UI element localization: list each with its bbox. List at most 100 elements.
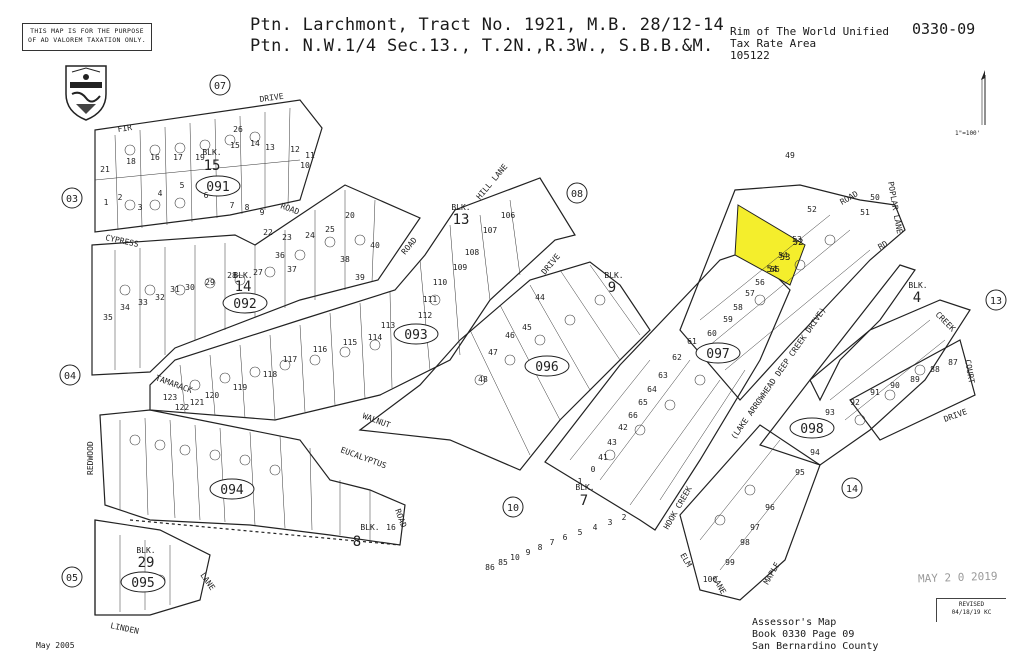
street-eucalyptus: EUCALYPTUS — [339, 445, 388, 470]
lot-label: 30 — [185, 283, 195, 292]
lot-label: 8 — [538, 543, 543, 552]
lot-label: 46 — [505, 331, 515, 340]
lot-label: 23 — [282, 233, 292, 242]
lot-label: 111 — [423, 295, 438, 304]
lot-label: 2 — [622, 513, 627, 522]
lot-label: 122 — [175, 403, 190, 412]
lot-label: 119 — [233, 383, 248, 392]
lot-label: 117 — [283, 355, 298, 364]
lot-label: 34 — [120, 303, 130, 312]
block-9-boundary — [358, 261, 651, 471]
lot-label: 9 — [526, 548, 531, 557]
lot-label: 40 — [370, 241, 380, 250]
lot-label: 85 — [498, 558, 508, 567]
lot-label: 65 — [638, 398, 648, 407]
lot-label: 7 — [550, 538, 555, 547]
parcel-094: 094 — [220, 483, 244, 498]
assessor-line-1: Assessor's Map — [752, 617, 837, 628]
lot-label: 6 — [204, 191, 209, 200]
map-purpose-notice: THIS MAP IS FOR THE PURPOSE OF AD VALORE… — [22, 23, 152, 51]
scale-bar: 1"=100' — [955, 70, 986, 137]
tax-rate-area-number: 105122 — [730, 49, 770, 62]
parcel-097: 097 — [706, 347, 729, 362]
lot-label: 18 — [126, 157, 136, 166]
lot-label: 1 — [578, 477, 583, 486]
page-bubble-05: 05 — [66, 573, 78, 584]
lot-label: 55 — [770, 265, 780, 274]
lot-label: 25 — [325, 225, 335, 234]
block-13-boundary — [149, 177, 576, 421]
block-7-num: 7 — [580, 493, 588, 509]
lot-label: 26 — [233, 125, 243, 134]
map-number: 0330-09 — [912, 20, 976, 38]
lot-label: 116 — [313, 345, 328, 354]
street-poplar: POPLAR LANE — [886, 181, 904, 235]
page-bubble-03: 03 — [66, 194, 78, 205]
lot-label: 106 — [501, 211, 516, 220]
lot-label: 121 — [190, 398, 205, 407]
revision-box: REVISED 04/18/19 KC — [936, 598, 1006, 622]
lot-label: 15 — [230, 141, 240, 150]
block-15-boundary — [94, 99, 323, 233]
lot-label: 112 — [418, 311, 433, 320]
lot-label: 62 — [672, 353, 682, 362]
tax-rate-area-block: Rim of The World Unified Tax Rate Area 1… — [730, 26, 889, 62]
lot-label: 64 — [647, 385, 657, 394]
street-road-tamarack: ROAD — [400, 236, 419, 257]
lot-label: 14 — [250, 139, 260, 148]
page-bubble-04: 04 — [64, 371, 76, 382]
highlighted-lot-54: 54 — [767, 265, 778, 275]
lot-label: 35 — [103, 313, 113, 322]
assessor-map-caption: Assessor's Map Book 0330 Page 09 San Ber… — [752, 617, 878, 653]
lot-label: 94 — [810, 448, 820, 457]
street-drive-right: DRIVE — [943, 407, 969, 424]
lot-label: 58 — [733, 303, 743, 312]
lot-label: 95 — [795, 468, 805, 477]
lot-label: 11 — [305, 151, 315, 160]
lot-label: 92 — [850, 398, 860, 407]
title-line-1: Ptn. Larchmont, Tract No. 1921, M.B. 28/… — [250, 15, 725, 35]
block-8-num: 8 — [353, 534, 361, 550]
street-drive-top: DRIVE — [259, 92, 284, 104]
lot-label: 52 — [807, 205, 817, 214]
lot-label: 50 — [870, 193, 880, 202]
block-13-num: 13 — [453, 212, 470, 228]
block-14-lots-boundary — [679, 424, 821, 601]
lot-label: 12 — [290, 145, 300, 154]
lot-label: 98 — [740, 538, 750, 547]
lot-label: 123 — [163, 393, 178, 402]
lot-label: 0 — [591, 465, 596, 474]
lot-label: 42 — [618, 423, 628, 432]
lot-label: 10 — [300, 161, 310, 170]
lot-label: 33 — [138, 298, 148, 307]
block-13-strip-boundary — [849, 339, 976, 441]
lot-label: 93 — [825, 408, 835, 417]
parcel-095: 095 — [131, 576, 154, 591]
lot-label: 120 — [205, 391, 220, 400]
lot-label: 114 — [368, 333, 383, 342]
lot-label: 61 — [687, 337, 697, 346]
revised-label: REVISED — [958, 601, 985, 608]
block-14-num: 14 — [235, 279, 252, 295]
lot-label: 16 — [150, 153, 160, 162]
lot-label: 17 — [173, 153, 183, 162]
block-9-num: 9 — [608, 280, 616, 296]
lot-label: 115 — [343, 338, 358, 347]
revised-value: 04/18/19 KC — [951, 609, 992, 616]
scale-arrow-icon — [981, 70, 986, 125]
block-15-blk: BLK. — [202, 148, 221, 157]
title-line-2: Ptn. N.W.1/4 Sec.13., T.2N.,R.3W., S.B.B… — [250, 36, 714, 56]
lot-label: 36 — [275, 251, 285, 260]
block-14-blk: BLK. — [233, 271, 252, 280]
page-bubble-08: 08 — [571, 189, 583, 200]
lot-label: 89 — [910, 375, 920, 384]
lot-label: 20 — [345, 211, 355, 220]
tax-rate-area-label: Tax Rate Area — [730, 37, 817, 50]
lot-label: 2 — [118, 193, 123, 202]
lot-label: 32 — [155, 293, 165, 302]
highlighted-lot-52: 52 — [793, 238, 804, 248]
street-court: COURT — [963, 359, 976, 384]
street-cypress: CYPRESS — [105, 233, 140, 249]
lot-label: 108 — [465, 248, 480, 257]
